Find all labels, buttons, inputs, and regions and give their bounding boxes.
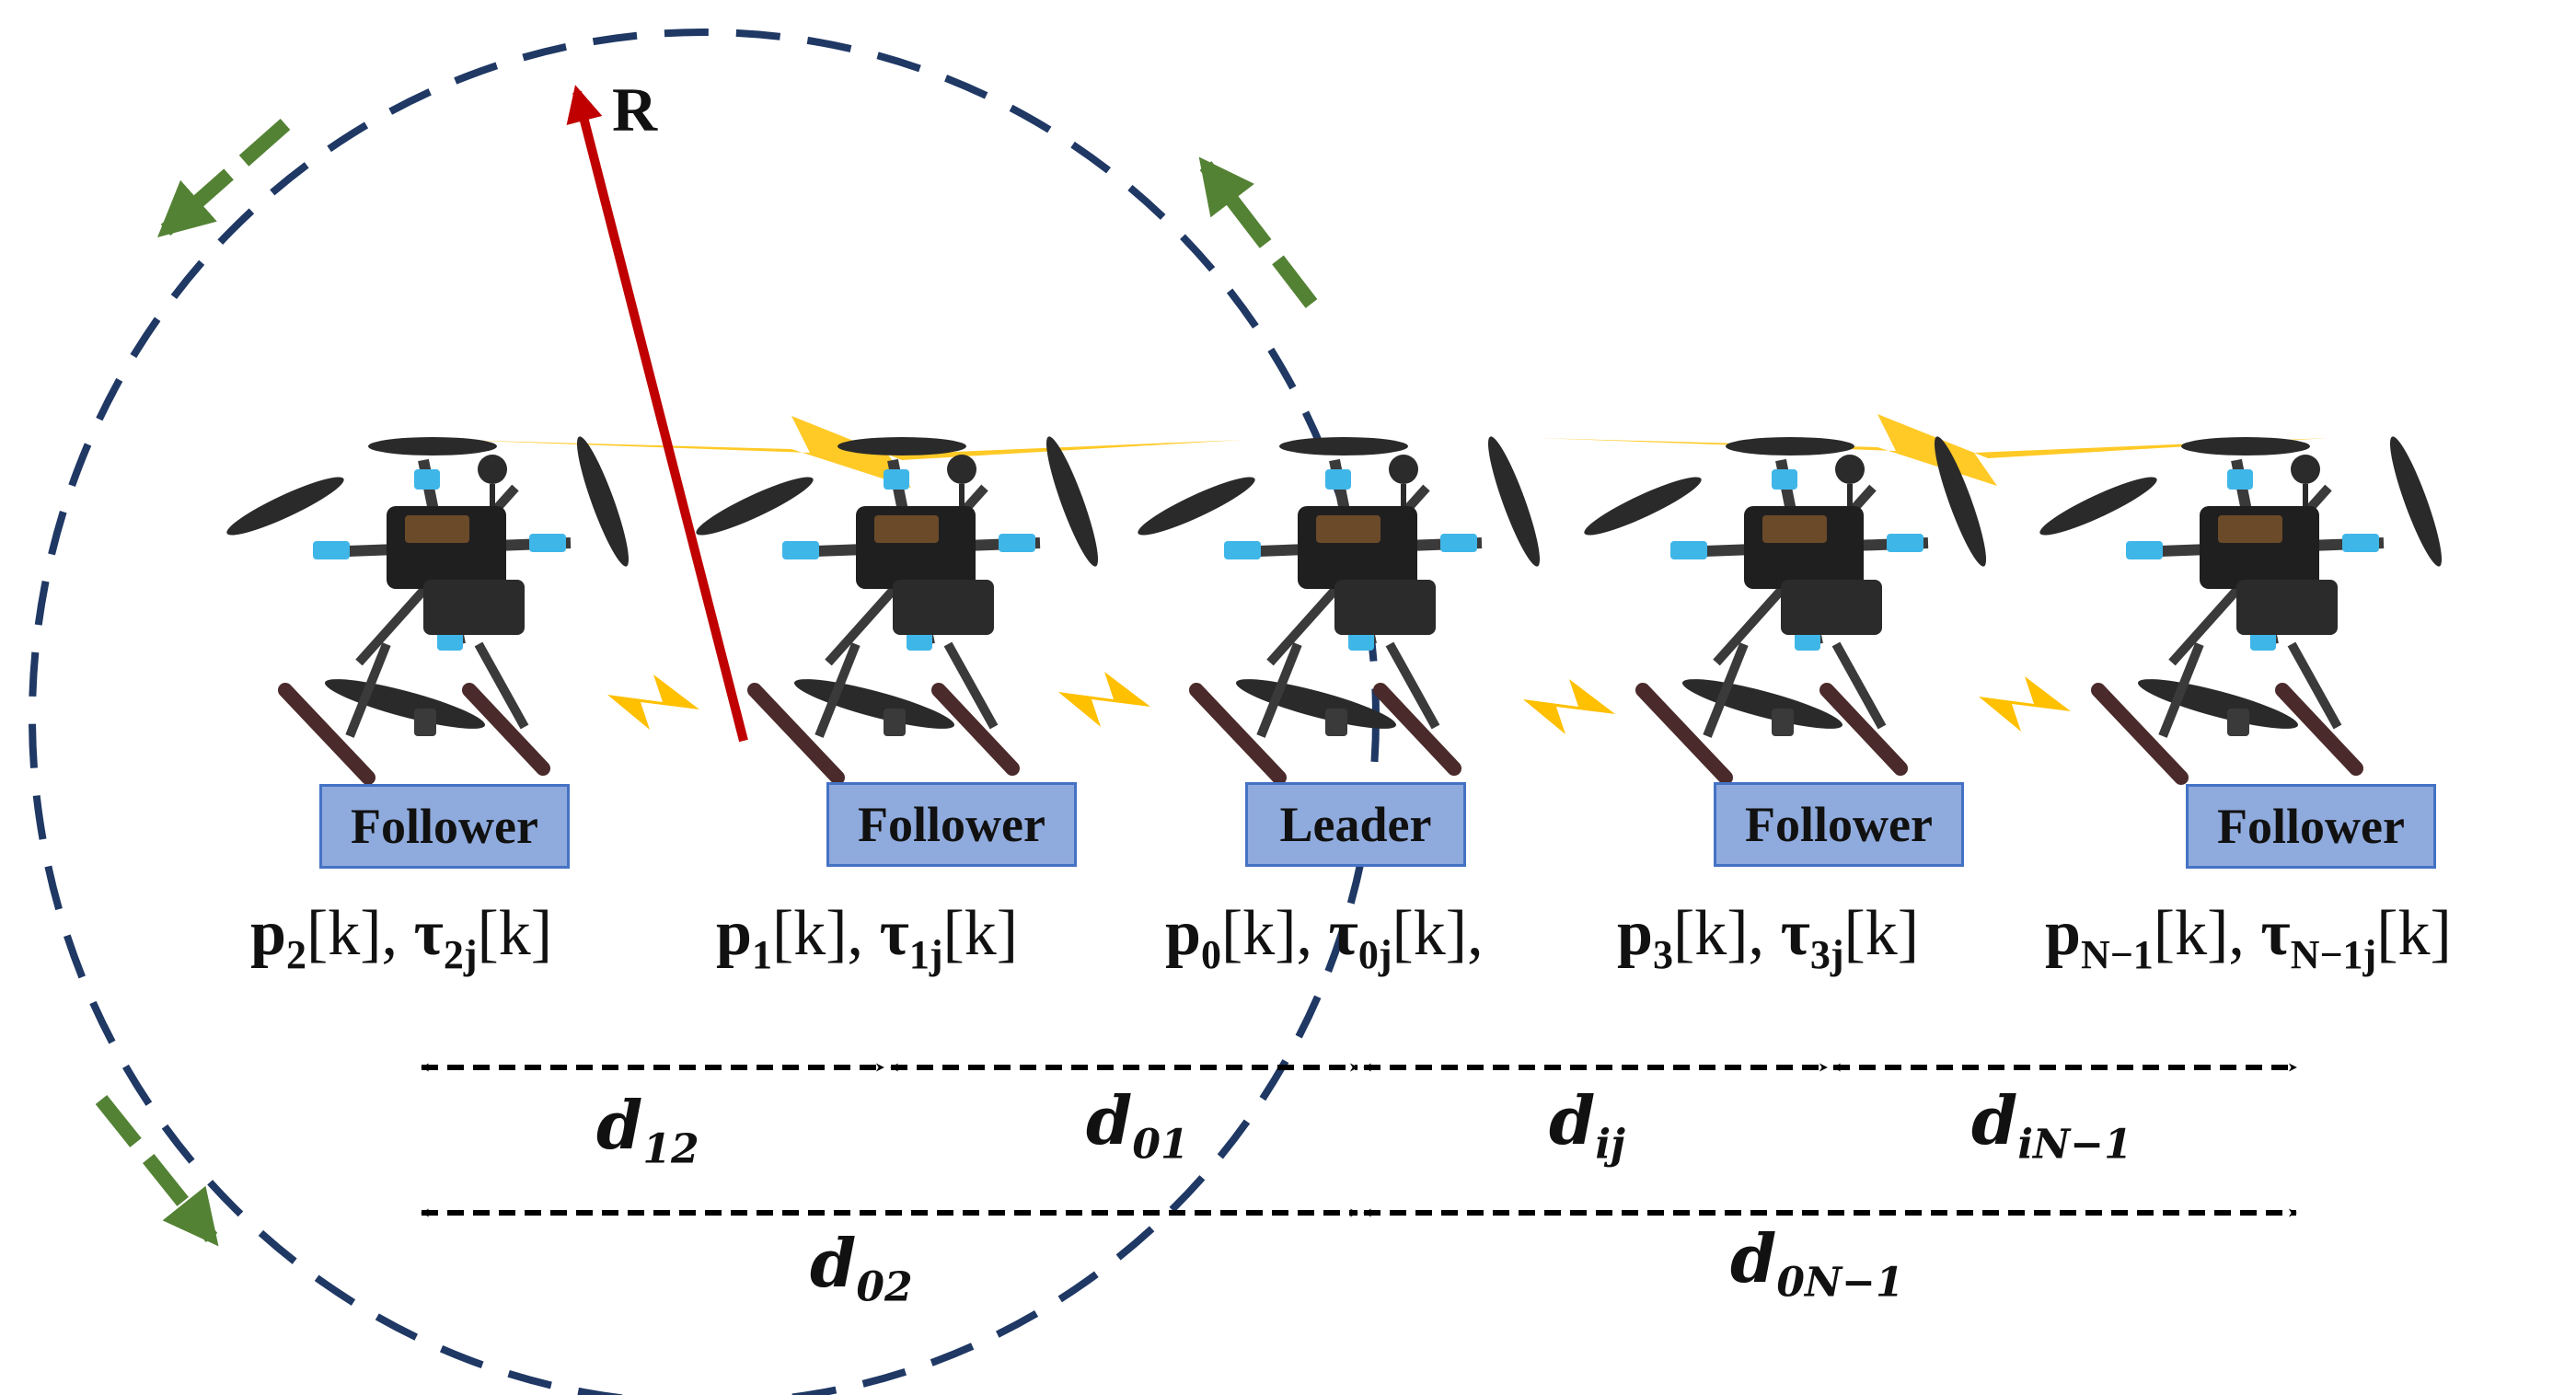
lightning-short-4 xyxy=(1979,676,2071,732)
distance-label-d01: d01 xyxy=(1086,1081,1189,1169)
radius-label: R xyxy=(612,75,658,144)
state-label-agent-0: p0[k], τ0j[k], xyxy=(1165,898,1484,977)
radius-arrow xyxy=(566,85,748,743)
distance-label-d12: d12 xyxy=(596,1086,699,1173)
distance-label-d0n-1: d0N−1 xyxy=(1730,1219,1904,1307)
role-box-follower-1: Follower xyxy=(826,782,1077,867)
motion-arrow-top-right xyxy=(1198,156,1318,308)
distance-label-d02: d02 xyxy=(810,1224,913,1311)
lightning-short-1 xyxy=(607,674,699,730)
role-box-follower-n-1: Follower xyxy=(2186,784,2436,869)
lightning-long-right xyxy=(1537,414,2328,486)
drone-follower-3 xyxy=(1579,432,1993,778)
lightning-short-3 xyxy=(1523,679,1615,734)
drone-follower-2 xyxy=(222,432,636,778)
role-box-follower-3: Follower xyxy=(1714,782,1964,867)
lightning-short-2 xyxy=(1058,672,1150,727)
drone-follower-n-1 xyxy=(2035,432,2449,778)
drone-follower-1 xyxy=(691,432,1105,778)
state-label-agent-n-1: pN−1[k], τN−1j[k] xyxy=(2045,898,2452,977)
communication-radius-circle xyxy=(29,29,1380,1395)
motion-arrow-bottom-left xyxy=(95,1095,219,1247)
state-label-agent-1: p1[k], τ1j[k] xyxy=(716,898,1019,977)
role-box-follower-2: Follower xyxy=(319,784,570,869)
state-label-agent-3: p3[k], τ3j[k] xyxy=(1617,898,1920,977)
distance-label-dij: dij xyxy=(1549,1081,1625,1169)
role-box-leader-0: Leader xyxy=(1245,782,1466,867)
lightning-long-left xyxy=(451,416,1242,488)
distance-label-din-1: diN−1 xyxy=(1971,1081,2132,1169)
motion-arrow-top-left xyxy=(157,119,291,237)
state-label-agent-2: p2[k], τ2j[k] xyxy=(250,898,553,977)
drone-leader-0 xyxy=(1133,432,1547,778)
